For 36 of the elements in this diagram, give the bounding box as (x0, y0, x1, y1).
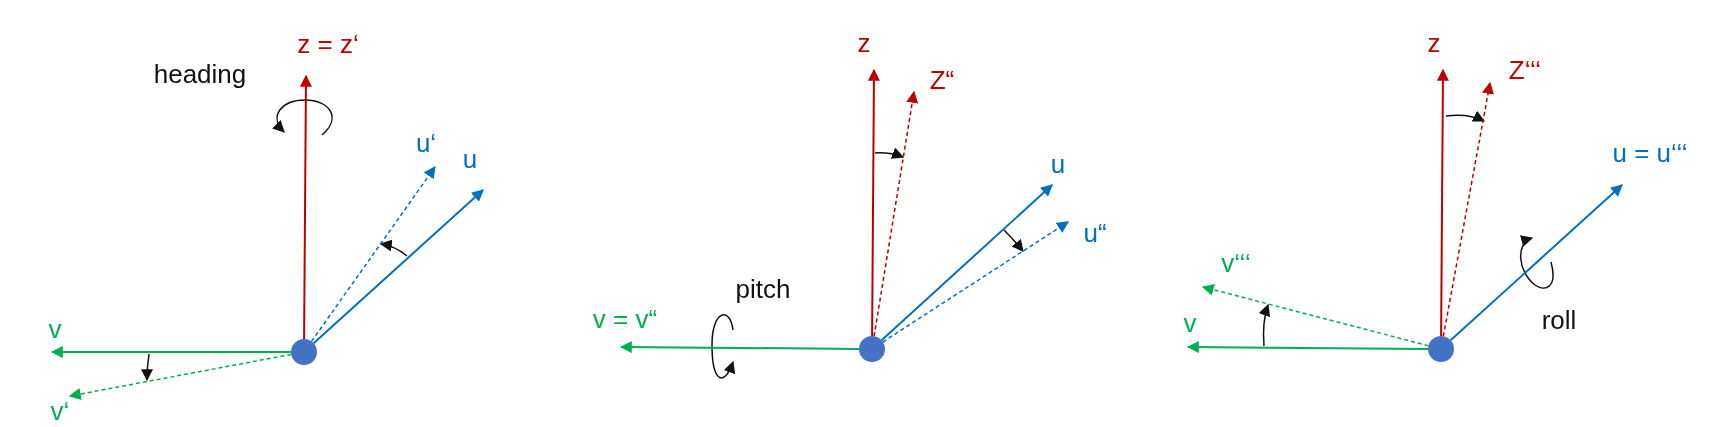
axis-label: z (857, 28, 871, 58)
axis-label: v (48, 314, 62, 344)
axis-arrow (1186, 341, 1429, 354)
axis-label: v‘‘‘ (1221, 248, 1251, 278)
axis-arrow (299, 74, 312, 340)
origin-point (859, 336, 885, 362)
axis-arrow (1201, 283, 1430, 347)
axis-arrow (50, 346, 292, 358)
axis-arrow (873, 90, 919, 337)
axis-arrow (880, 184, 1053, 342)
rotation-label: pitch (735, 274, 791, 304)
axis-label: Z‘‘‘ (1508, 55, 1542, 85)
axis-label: v = v“ (592, 304, 658, 334)
axis-label: u“ (1083, 218, 1107, 248)
axis-label: u = u‘‘‘ (1612, 138, 1688, 168)
origin-point (291, 339, 317, 365)
axis-arrow (882, 221, 1069, 343)
axis-arrow (312, 189, 484, 345)
axis-label: z (1427, 28, 1441, 58)
rotation-label: roll (1541, 305, 1577, 335)
axis-arrow (867, 68, 880, 337)
axis-arrow (1436, 68, 1449, 337)
axis-label: v (1183, 308, 1197, 338)
axis-label: v‘ (50, 396, 70, 426)
axis-arrow (310, 166, 436, 343)
axis-arrow (1449, 184, 1623, 342)
axis-label: u (1050, 149, 1066, 179)
axis-label: z = z‘ (297, 29, 359, 59)
axis-arrow (68, 353, 292, 400)
axis-arrow (619, 341, 860, 354)
axis-arrow (1442, 81, 1494, 337)
axis-label: u (462, 144, 478, 174)
origin-point (1428, 336, 1454, 362)
axis-label: Z“ (929, 65, 955, 95)
axis-label: u‘ (415, 128, 437, 158)
rotation-label: heading (153, 59, 247, 89)
